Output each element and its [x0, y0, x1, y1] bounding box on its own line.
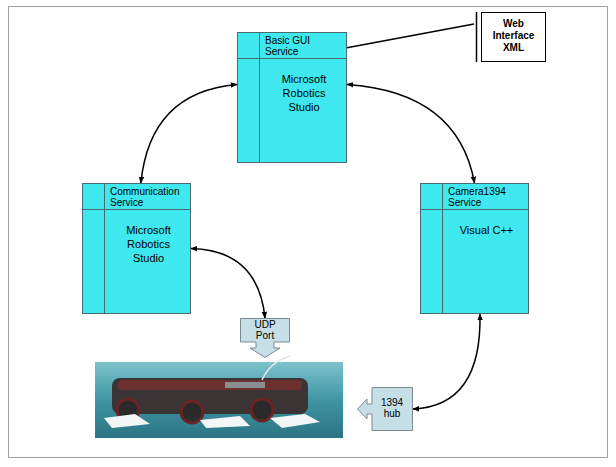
svc-body: Microsoft Robotics Studio	[120, 223, 178, 265]
svc-head: Basic GUI Service	[265, 35, 343, 58]
svc-body: Microsoft Robotics Studio	[275, 72, 333, 114]
connector	[347, 84, 475, 183]
connector	[413, 314, 480, 409]
call: 1394 hub	[375, 387, 409, 419]
web: Web Interface XML	[474, 12, 546, 54]
hub-callout: 1394 hub	[357, 387, 413, 431]
robot-photo	[95, 356, 343, 438]
service-box: Communication ServiceMicrosoft Robotics …	[82, 183, 191, 314]
port-callout: UDP Port	[240, 318, 290, 358]
connector	[191, 249, 265, 319]
connector	[141, 84, 237, 183]
service-box: Camera1394 ServiceVisual C++	[420, 183, 529, 314]
web-interface-box: Web Interface XML	[474, 12, 546, 62]
service-box: Basic GUI ServiceMicrosoft Robotics Stud…	[237, 32, 347, 163]
call: UDP Port	[250, 319, 280, 341]
svc-body: Visual C++	[458, 223, 516, 237]
svc-head: Camera1394 Service	[448, 186, 525, 209]
connector	[347, 24, 474, 48]
outer-frame	[9, 7, 608, 458]
svc-head: Communication Service	[110, 186, 187, 209]
